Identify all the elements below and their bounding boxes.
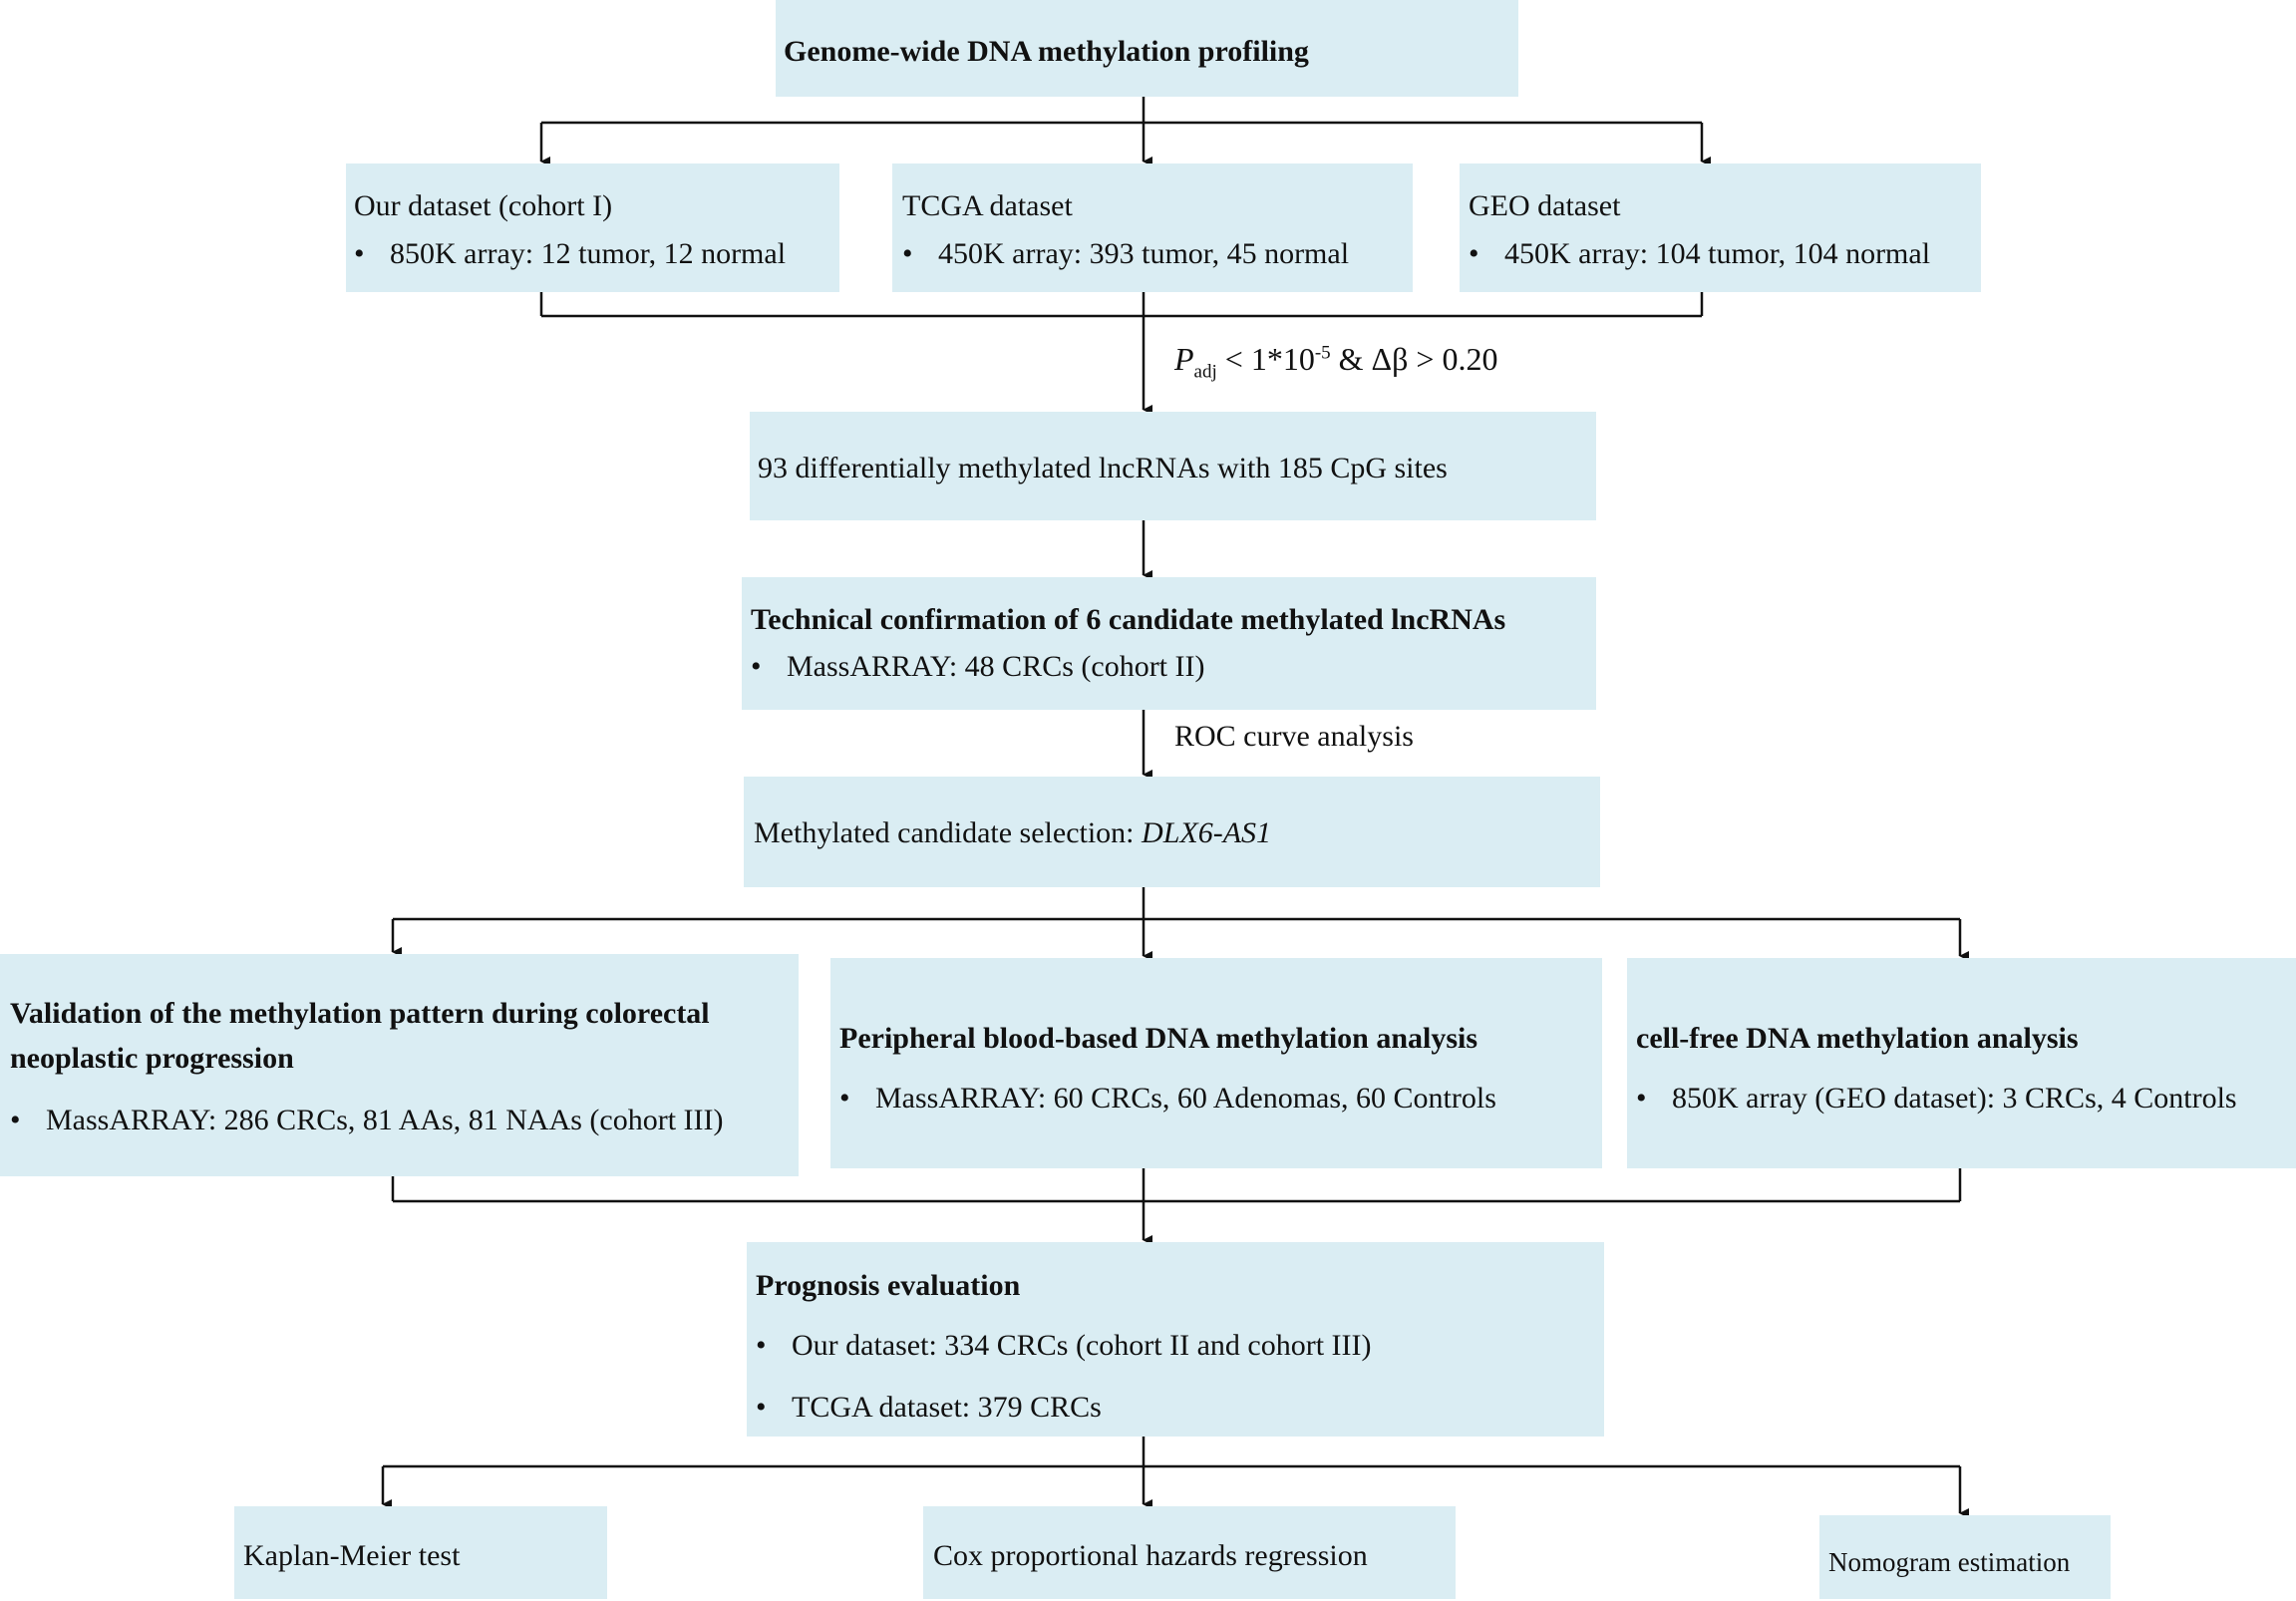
bullet-glyph: • (1636, 1082, 1647, 1115)
nomogram-box: Nomogram estimation (1819, 1515, 2111, 1599)
technical-confirmation-bullet-text: MassARRAY: 48 CRCs (cohort II) (787, 650, 1205, 683)
validation-box: Validation of the methylation pattern du… (0, 954, 799, 1176)
candidate-selection-prefix: Methylated candidate selection: (754, 816, 1143, 849)
technical-confirmation-bullet: • MassARRAY: 48 CRCs (cohort II) (751, 652, 1205, 682)
bullet-glyph: • (902, 237, 913, 270)
genome-wide-profiling-box: Genome-wide DNA methylation profiling (776, 0, 1518, 97)
cell-free-dna-title: cell-free DNA methylation analysis (1636, 1022, 2079, 1055)
candidate-selection-box: Methylated candidate selection: DLX6-AS1 (744, 777, 1600, 887)
bullet-glyph: • (354, 237, 365, 270)
our-dataset-bullet-text: 850K array: 12 tumor, 12 normal (390, 237, 787, 270)
criteria-p: P (1174, 341, 1194, 377)
validation-bullet-text: MassARRAY: 286 CRCs, 81 AAs, 81 NAAs (co… (46, 1104, 724, 1136)
geo-dataset-title: GEO dataset (1469, 189, 1621, 222)
bullet-glyph: • (10, 1104, 21, 1136)
roc-curve-label: ROC curve analysis (1174, 720, 1414, 753)
bullet-glyph: • (1469, 237, 1479, 270)
dml-box: 93 differentially methylated lncRNAs wit… (750, 412, 1596, 520)
geo-dataset-box: GEO dataset • 450K array: 104 tumor, 104 … (1460, 163, 1981, 292)
tcga-dataset-title: TCGA dataset (902, 189, 1073, 222)
cell-free-dna-bullet-text: 850K array (GEO dataset): 3 CRCs, 4 Cont… (1672, 1082, 2237, 1115)
cell-free-dna-box: cell-free DNA methylation analysis • 850K… (1627, 958, 2296, 1168)
our-dataset-box: Our dataset (cohort I) • 850K array: 12 t… (346, 163, 839, 292)
bullet-glyph: • (756, 1329, 767, 1362)
selection-criteria-label: Padj < 1*10-5 & Δβ > 0.20 (1174, 343, 1497, 381)
criteria-lt: < 1*10 (1216, 341, 1315, 377)
our-dataset-bullet: • 850K array: 12 tumor, 12 normal (354, 239, 786, 269)
validation-title-line2: neoplastic progression (10, 1042, 294, 1075)
peripheral-blood-box: Peripheral blood-based DNA methylation a… (830, 958, 1602, 1168)
genome-wide-profiling-title: Genome-wide DNA methylation profiling (784, 35, 1309, 68)
criteria-rest: & Δβ > 0.20 (1330, 341, 1498, 377)
validation-title-line1: Validation of the methylation pattern du… (10, 997, 710, 1030)
prognosis-box: Prognosis evaluation • Our dataset: 334 C… (747, 1242, 1604, 1437)
tcga-dataset-bullet: • 450K array: 393 tumor, 45 normal (902, 239, 1349, 269)
dml-text: 93 differentially methylated lncRNAs wit… (758, 452, 1448, 484)
nomogram-text: Nomogram estimation (1828, 1547, 2071, 1577)
candidate-selection-text: Methylated candidate selection: DLX6-AS1 (754, 818, 1271, 848)
tcga-dataset-bullet-text: 450K array: 393 tumor, 45 normal (938, 237, 1350, 270)
bullet-glyph: • (839, 1082, 850, 1115)
prognosis-bullet-2: • TCGA dataset: 379 CRCs (756, 1393, 1102, 1423)
criteria-adj: adj (1193, 361, 1217, 383)
technical-confirmation-title: Technical confirmation of 6 candidate me… (751, 603, 1506, 636)
geo-dataset-bullet-text: 450K array: 104 tumor, 104 normal (1504, 237, 1931, 270)
tcga-dataset-box: TCGA dataset • 450K array: 393 tumor, 45 … (892, 163, 1413, 292)
bullet-glyph: • (756, 1391, 767, 1424)
validation-bullet: • MassARRAY: 286 CRCs, 81 AAs, 81 NAAs (c… (10, 1106, 724, 1135)
bullet-glyph: • (751, 650, 762, 683)
peripheral-blood-bullet: • MassARRAY: 60 CRCs, 60 Adenomas, 60 Con… (839, 1084, 1496, 1114)
kaplan-meier-box: Kaplan-Meier test (234, 1506, 607, 1599)
cox-regression-box: Cox proportional hazards regression (923, 1506, 1456, 1599)
cox-regression-text: Cox proportional hazards regression (933, 1539, 1368, 1572)
technical-confirmation-box: Technical confirmation of 6 candidate me… (742, 577, 1596, 710)
criteria-exponent: -5 (1314, 342, 1331, 364)
prognosis-bullet-1-text: Our dataset: 334 CRCs (cohort II and coh… (792, 1329, 1372, 1362)
cell-free-dna-bullet: • 850K array (GEO dataset): 3 CRCs, 4 Con… (1636, 1084, 2237, 1114)
prognosis-bullet-2-text: TCGA dataset: 379 CRCs (792, 1391, 1102, 1424)
kaplan-meier-text: Kaplan-Meier test (243, 1539, 461, 1572)
peripheral-blood-bullet-text: MassARRAY: 60 CRCs, 60 Adenomas, 60 Cont… (875, 1082, 1496, 1115)
our-dataset-title: Our dataset (cohort I) (354, 189, 613, 222)
candidate-gene: DLX6-AS1 (1142, 816, 1272, 849)
prognosis-title: Prognosis evaluation (756, 1269, 1021, 1302)
prognosis-bullet-1: • Our dataset: 334 CRCs (cohort II and co… (756, 1331, 1372, 1361)
geo-dataset-bullet: • 450K array: 104 tumor, 104 normal (1469, 239, 1930, 269)
peripheral-blood-title: Peripheral blood-based DNA methylation a… (839, 1022, 1478, 1055)
